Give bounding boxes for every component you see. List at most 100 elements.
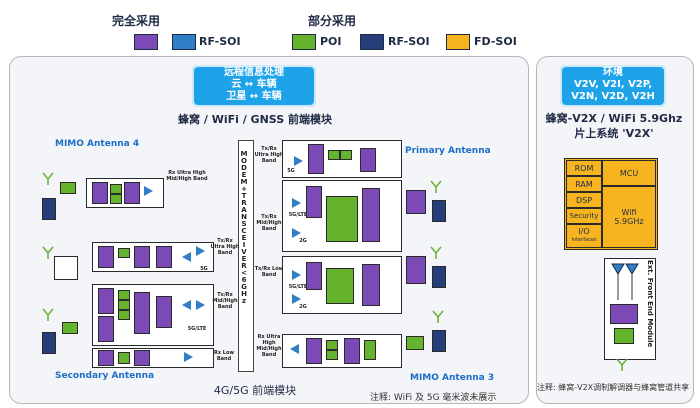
- antenna-icon: [430, 246, 442, 259]
- pa-lna-icon: [611, 263, 639, 300]
- pa-icon: [182, 252, 191, 262]
- band-label-txrx-uhb-2: Tx/Rx Ultra High Band: [254, 146, 284, 164]
- rf-soi-switch: [134, 350, 150, 366]
- poi-filter: [110, 184, 122, 194]
- rf-soi-switch: [610, 304, 638, 324]
- mimo-antenna-3-label: MIMO Antenna 3: [410, 373, 495, 383]
- v2x-title-line2: 片上系统 'V2X': [574, 127, 654, 140]
- antenna-icon: [616, 358, 628, 371]
- legend-swatch-orange: [446, 34, 470, 50]
- rf-soi-switch: [306, 186, 322, 218]
- poi-filter-bank: [326, 268, 354, 304]
- lna-icon: [290, 344, 299, 354]
- legend-swatch-blue: [172, 34, 196, 50]
- poi-filter: [406, 336, 424, 350]
- poi-filter: [60, 182, 76, 194]
- rf-soi-switch: [134, 292, 150, 334]
- rf-soi-switch: [308, 144, 324, 174]
- label-2g-lower: 2G: [299, 304, 307, 310]
- legend-rf-soi-label: RF-SOI: [199, 35, 241, 48]
- io-label: I/O: [578, 227, 590, 236]
- left-footnote: 注释: WiFi 及 5G 毫米波未展示: [370, 393, 497, 403]
- wifi-freq-label: 5.9GHz: [614, 217, 644, 226]
- rf-soi-switch: [134, 246, 150, 268]
- poi-filter: [326, 340, 338, 350]
- poi-filter: [328, 150, 340, 160]
- legend-fd-soi-label: FD-SOI: [474, 35, 517, 48]
- rf-soi-switch: [98, 246, 114, 268]
- poi-filter: [118, 352, 130, 364]
- rf-soi-switch: [98, 350, 114, 366]
- lna-icon: [144, 186, 153, 196]
- antenna-icon: [42, 246, 54, 259]
- environment-header: 环境 V2V, V2I, V2P, V2N, V2D, V2H: [560, 65, 666, 107]
- legend-partial-adoption: 部分采用: [308, 14, 357, 28]
- lna-icon: [196, 246, 205, 256]
- env-line1: V2V, V2I, V2P,: [573, 79, 653, 90]
- rf-soi-switch: [306, 338, 322, 364]
- label-5g-left: 5G: [200, 266, 208, 272]
- v2x-title-line1: 蜂窝-V2X / WiFi 5.9Ghz: [545, 112, 683, 125]
- primary-antenna-label: Primary Antenna: [405, 146, 491, 156]
- label-5g-lte-left: 5G/LTE: [187, 326, 207, 332]
- mimo3-rx-module: [282, 334, 402, 368]
- mcu-block: MCU: [602, 160, 656, 186]
- poi-filter-bank: [326, 196, 358, 242]
- antenna-switch: [432, 266, 446, 288]
- rf-soi-switch: [362, 188, 380, 242]
- modem-transceiver-label: MODEM+TRANSCEIVER<6GHz: [240, 150, 248, 304]
- rf-soi-switch: [124, 182, 140, 204]
- rf-soi-switch: [98, 288, 114, 314]
- rf-soi-switch: [360, 148, 376, 172]
- rf-soi-switch: [362, 264, 380, 306]
- security-block: Security: [566, 208, 602, 224]
- rf-soi-switch: [98, 316, 114, 342]
- band-label-txrx-mhb-2: Tx/Rx Mid/High Band: [256, 214, 282, 232]
- mimo-antenna-4-label: MIMO Antenna 4: [55, 139, 140, 149]
- rf-soi-switch: [306, 262, 322, 290]
- antenna-icon: [42, 172, 54, 185]
- poi-filter: [62, 322, 78, 334]
- pa-icon: [292, 270, 301, 280]
- env-title: 环境: [603, 67, 623, 78]
- lna-icon: [196, 300, 205, 310]
- poi-filter: [364, 340, 376, 360]
- antenna-switch: [42, 198, 56, 220]
- telematics-line1: 远程信息处理: [224, 67, 284, 78]
- rf-soi-switch: [92, 182, 108, 204]
- band-label-txrx-mhb: Tx/Rx Mid/High Band: [212, 292, 238, 310]
- lna-icon: [184, 352, 193, 362]
- antenna-tuner: [54, 256, 78, 280]
- poi-filter: [326, 350, 338, 360]
- band-label-txrx-low: Tx/Rx Low Band: [254, 266, 284, 278]
- poi-filter: [118, 310, 130, 320]
- poi-filter: [110, 194, 122, 204]
- antenna-switch: [432, 200, 446, 222]
- pa-icon: [294, 156, 303, 166]
- band-label-txrx-uhb: Tx/Rx Ultra High Band: [210, 238, 240, 256]
- right-footnote: 注释: 蜂窝-V2X调制解调器与蜂窝管道共享: [537, 383, 690, 392]
- legend-swatch-green: [292, 34, 316, 50]
- poi-filter: [118, 248, 130, 258]
- ext-module-label: Ext. Front End Module: [646, 260, 654, 348]
- wifi-block: Wifi 5.9GHz: [602, 186, 656, 248]
- label-5g-lte-low: 5G/LTE: [288, 284, 308, 290]
- pa-icon: [292, 198, 301, 208]
- telematics-line2: 云 ↔ 车辆: [231, 79, 277, 90]
- frontend-bottom-title: 4G/5G 前端模块: [213, 384, 297, 397]
- legend-swatch-purple: [134, 34, 158, 50]
- telematics-header: 远程信息处理 云 ↔ 车辆 卫星 ↔ 车辆: [192, 65, 316, 107]
- label-2g-upper: 2G: [299, 238, 307, 244]
- ram-block: RAM: [566, 176, 602, 192]
- rom-block: ROM: [566, 160, 602, 176]
- label-5g-right: 5G: [287, 168, 295, 174]
- legend-poi-label: POI: [320, 35, 342, 48]
- poi-filter: [614, 328, 634, 344]
- secondary-antenna-label: Secondary Antenna: [55, 371, 155, 381]
- interfaces-label: Interfaces: [571, 237, 597, 243]
- band-label-rx-uhm-left: Rx Ultra High Mid/High Band: [166, 170, 208, 182]
- label-5g-lte-right: 5G/LTE: [288, 212, 308, 218]
- antenna-switch: [42, 332, 56, 354]
- legend-swatch-navy: [360, 34, 384, 50]
- antenna-icon: [432, 310, 444, 323]
